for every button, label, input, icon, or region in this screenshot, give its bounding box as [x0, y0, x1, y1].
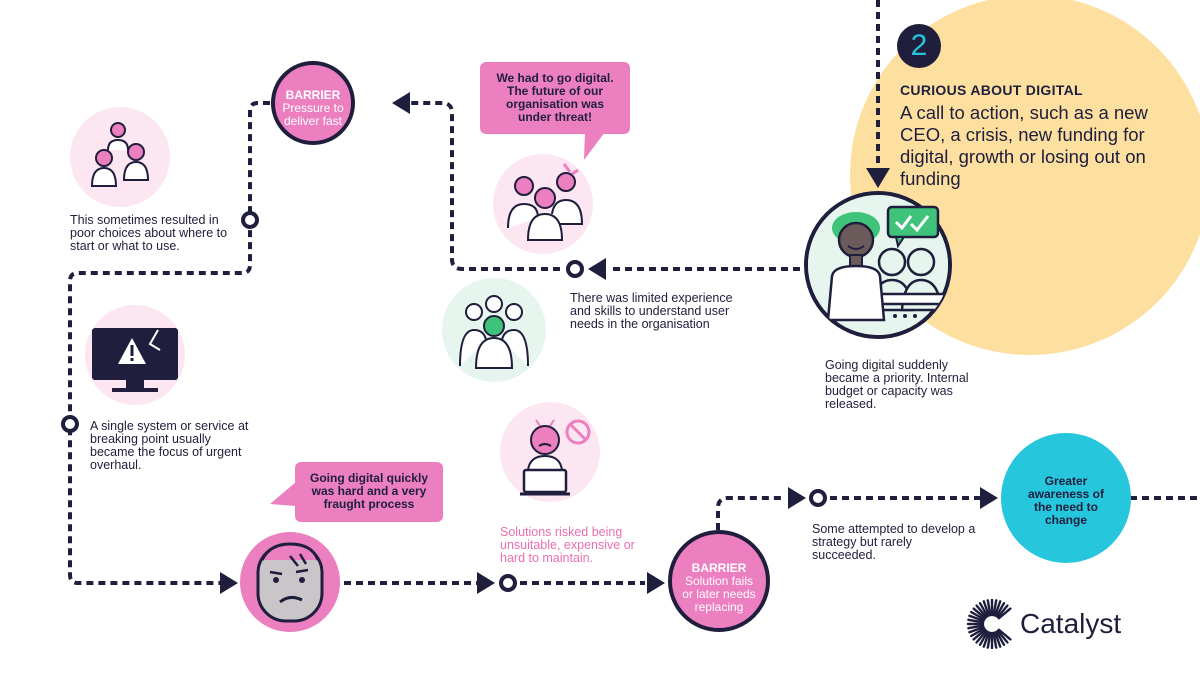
logo-ray [982, 631, 991, 648]
catalyst-logo-icon [966, 598, 1012, 650]
logo-ray [970, 627, 986, 638]
barrier-title: BARRIER [285, 88, 341, 102]
brand-name: Catalyst [1020, 608, 1122, 639]
logo-ray [993, 600, 1002, 617]
team-icon [70, 107, 170, 207]
speech-bubble-go-digital: We had to go digital. The future of our … [480, 62, 630, 134]
logo-ray [997, 607, 1012, 620]
caption-priority: Going digital suddenly became a priority… [825, 358, 969, 411]
path-node [241, 211, 259, 229]
caption-solutions-risked: Solutions risked being unsuitable, expen… [500, 525, 635, 565]
stage-description: A call to action, such as a new CEO, a c… [900, 102, 1148, 189]
logo-ray [996, 604, 1009, 619]
awareness-circle: Greater awareness of the need to change [1001, 433, 1131, 563]
logo-ray [975, 604, 988, 619]
barrier-pressure-circle: BARRIER Pressure to deliver fast [271, 61, 355, 145]
path-node [809, 489, 827, 507]
path-node [499, 574, 517, 592]
stage-number-badge [897, 24, 941, 68]
logo-ray [968, 625, 985, 634]
barrier-text: Pressure to deliver fast [282, 101, 344, 128]
worried-people-icon [493, 154, 593, 254]
logo-ray [975, 629, 988, 644]
logo-ray [968, 614, 985, 623]
logo-ray [992, 599, 998, 617]
logo-ray [967, 624, 985, 630]
confused-face-icon [240, 532, 340, 632]
caption-strategy: Some attempted to develop a strategy but… [812, 522, 976, 562]
logo-ray [970, 610, 986, 621]
logo-ray [978, 630, 989, 646]
barrier-text: Solution fails or later needs replacing [682, 574, 756, 614]
logo-ray [996, 629, 1009, 644]
path-node [61, 415, 79, 433]
logo-ray [995, 602, 1006, 618]
logo-ray [997, 628, 1012, 641]
logo-ray [982, 600, 991, 617]
caption-limited-experience: There was limited experience and skills … [570, 291, 733, 331]
logo-ray [972, 607, 987, 620]
leader-with-team-icon [804, 191, 952, 339]
logo-ray [967, 618, 985, 624]
logo-ray [978, 602, 989, 618]
logo-ray [995, 630, 1006, 646]
logo-ray [993, 631, 1002, 648]
stage-heading: CURIOUS ABOUT DIGITAL [900, 82, 1083, 98]
logo-ray [986, 599, 992, 617]
caption-poor-choices: This sometimes resulted in poor choices … [70, 213, 228, 253]
barrier-title: BARRIER [691, 561, 747, 575]
logo-ray [986, 631, 992, 649]
speech-bubble-hard-process: Going digital quickly was hard and a ver… [295, 462, 443, 522]
stage-number: 2 [910, 29, 928, 62]
computer-warning-icon [85, 305, 185, 405]
frustrated-person-laptop-icon [500, 402, 600, 502]
path-node [566, 260, 584, 278]
barrier-solution-circle: BARRIER Solution fails or later needs re… [668, 530, 770, 632]
logo-ray [992, 631, 998, 649]
diverse-team-icon [442, 278, 546, 382]
awareness-text: Greater awareness of the need to change [1027, 474, 1105, 527]
caption-breaking-point: A single system or service at breaking p… [90, 419, 249, 472]
logo-ray [972, 628, 987, 641]
